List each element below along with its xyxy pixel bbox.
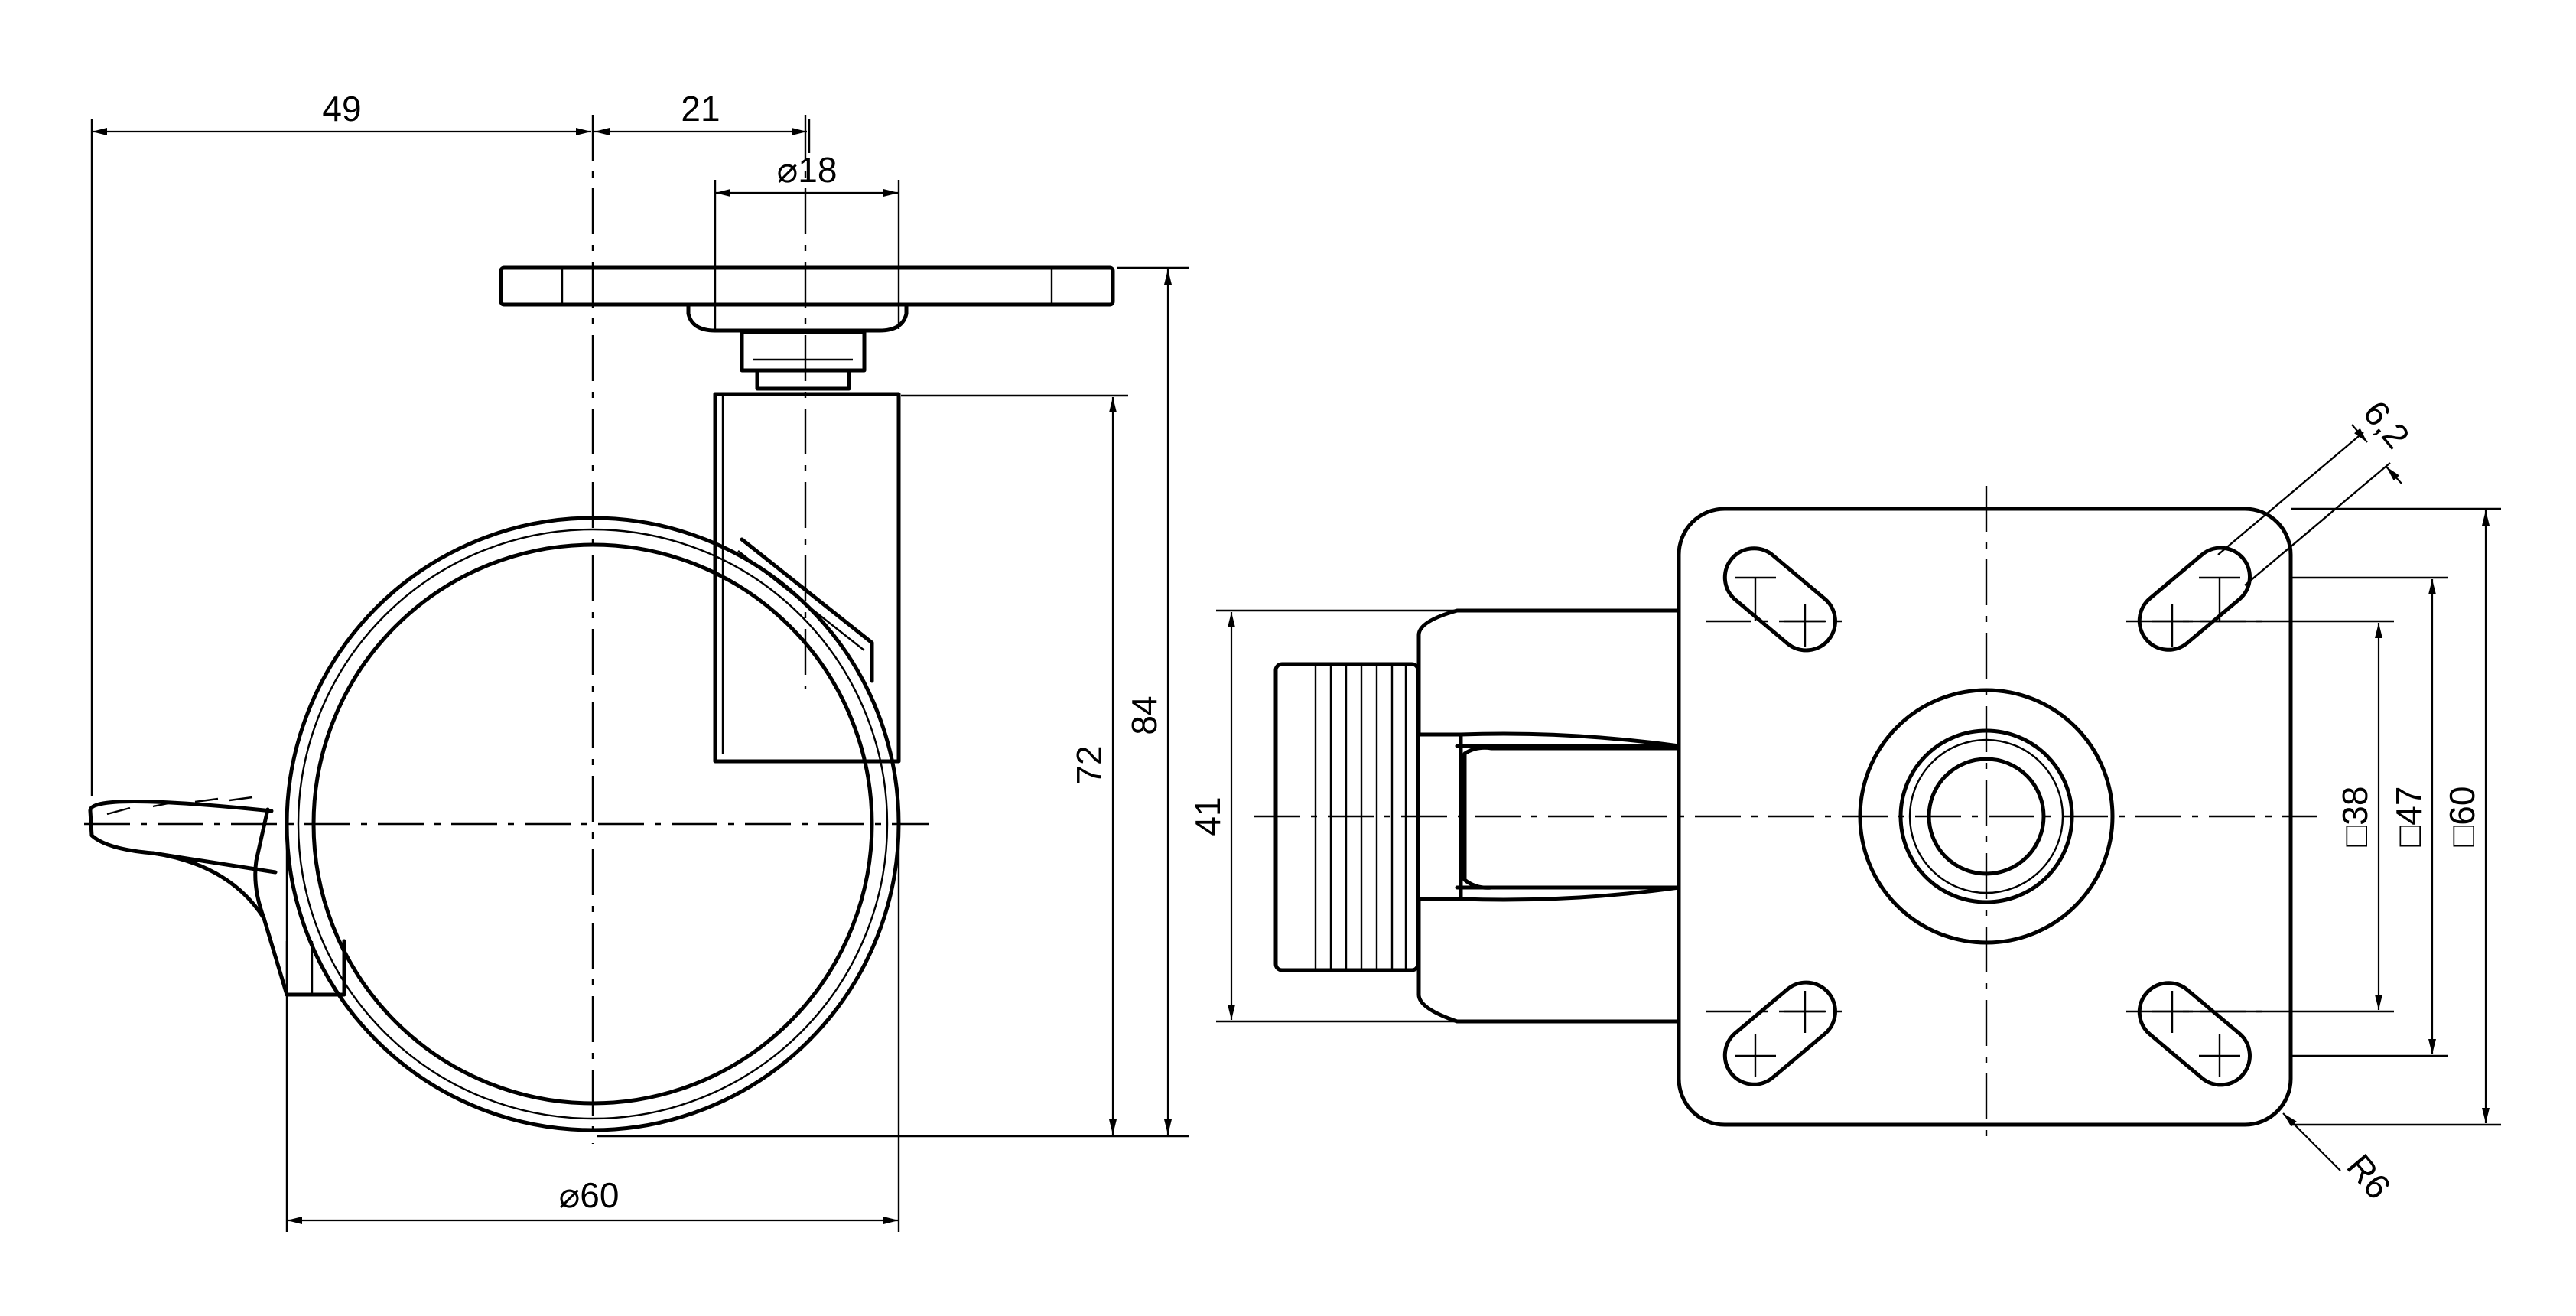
dim-6-2: 6,2 — [2356, 393, 2418, 456]
side-view — [84, 115, 1115, 1144]
top-view — [1254, 486, 2317, 1144]
dim-diameter-18: ⌀18 — [777, 150, 838, 190]
wheel-plan — [1416, 608, 1681, 748]
stem — [713, 392, 901, 764]
mounting-plate-side — [499, 265, 1115, 307]
bearing-housing — [686, 302, 909, 333]
dim-square-38: □38 — [2335, 787, 2375, 847]
dim-r6: R6 — [2339, 1146, 2399, 1206]
dim-49: 49 — [322, 89, 361, 129]
dim-square-47: □47 — [2389, 787, 2428, 847]
dim-84: 84 — [1124, 695, 1164, 735]
dim-41: 41 — [1188, 796, 1228, 836]
dim-diameter-60: ⌀60 — [559, 1175, 620, 1215]
top-view-dimensions: 41 □38 □47 □60 6,2 R6 — [1188, 393, 2501, 1207]
dim-21: 21 — [681, 89, 720, 129]
dim-72: 72 — [1069, 745, 1109, 784]
dim-square-60: □60 — [2442, 787, 2482, 847]
brake-lever — [88, 800, 278, 875]
side-view-dimensions: 49 21 ⌀18 72 84 ⌀60 — [90, 89, 1189, 1232]
